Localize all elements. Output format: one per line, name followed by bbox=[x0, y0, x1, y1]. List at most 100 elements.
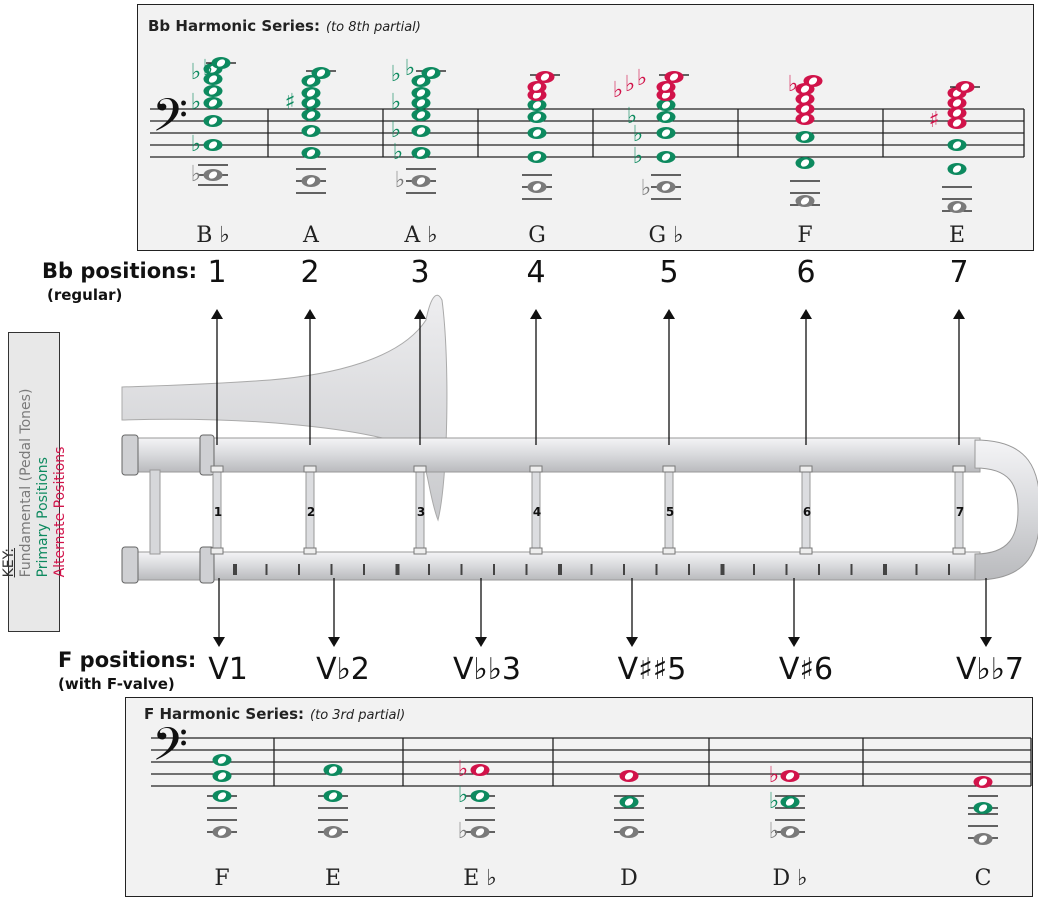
slide-tick bbox=[233, 564, 237, 575]
slide-tick bbox=[363, 564, 365, 575]
whole-note bbox=[656, 127, 676, 139]
bb-position-number: 3 bbox=[410, 255, 430, 290]
whole-note bbox=[470, 790, 490, 802]
whole-note bbox=[301, 97, 321, 109]
f-positions-sublabel: (with F-valve) bbox=[58, 675, 175, 693]
whole-note bbox=[780, 770, 800, 782]
slide-tick bbox=[493, 564, 495, 575]
whole-note bbox=[203, 73, 223, 85]
whole-note bbox=[203, 115, 223, 127]
note-name: D ♭ bbox=[772, 866, 808, 891]
bb-position-number: 5 bbox=[659, 255, 679, 290]
key-heading: KEY: bbox=[1, 547, 17, 578]
whole-note bbox=[527, 127, 547, 139]
whole-note bbox=[203, 169, 223, 181]
flat-icon: ♭ bbox=[458, 783, 468, 808]
f-positions-label: F positions: bbox=[58, 648, 197, 672]
whole-note bbox=[947, 117, 967, 129]
whole-note bbox=[411, 147, 431, 159]
whole-note bbox=[780, 826, 800, 838]
key-primary: Primary Positions bbox=[35, 457, 51, 578]
note-name: A bbox=[303, 223, 319, 248]
color-key: KEY: Fundamental (Pedal Tones) Primary P… bbox=[1, 332, 68, 632]
f-position-number: V♭♭7 bbox=[956, 652, 1024, 687]
whole-note bbox=[211, 57, 231, 69]
whole-note bbox=[212, 770, 232, 782]
whole-note bbox=[656, 111, 676, 123]
whole-note bbox=[311, 67, 331, 79]
whole-note bbox=[527, 99, 547, 111]
whole-note bbox=[212, 790, 232, 802]
whole-note bbox=[795, 113, 815, 125]
bass-clef-icon: 𝄢 bbox=[152, 89, 188, 154]
whole-note bbox=[947, 107, 967, 119]
note-name: G ♭ bbox=[648, 223, 684, 248]
f-staff: 𝄢♭♭♭♭♭♭ bbox=[151, 718, 1032, 845]
bb-position-number: 7 bbox=[949, 255, 969, 290]
bb-position-number: 1 bbox=[207, 255, 227, 290]
flat-icon: ♭ bbox=[769, 789, 779, 814]
flat-icon: ♭ bbox=[391, 118, 401, 143]
bb-position-number: 2 bbox=[300, 255, 320, 290]
bass-clef-icon: 𝄢 bbox=[152, 718, 188, 783]
flat-icon: ♭ bbox=[393, 140, 403, 165]
f-harmonic-series-panel: F Harmonic Series:(to 3rd partial) 𝄢♭♭♭♭… bbox=[125, 697, 1033, 897]
whole-note bbox=[301, 87, 321, 99]
f-position-number: V♭2 bbox=[316, 652, 370, 687]
slide-tick bbox=[590, 564, 593, 575]
whole-note bbox=[973, 802, 993, 814]
bb-positions-label: Bb positions: bbox=[42, 259, 198, 283]
whole-note bbox=[656, 181, 676, 193]
bell bbox=[121, 294, 448, 522]
slide-tick bbox=[460, 564, 463, 575]
slide-tick bbox=[655, 564, 658, 575]
slide-tick bbox=[720, 564, 725, 575]
whole-note bbox=[795, 103, 815, 115]
slide-position-mark: 7 bbox=[956, 505, 964, 519]
whole-note bbox=[203, 139, 223, 151]
bb-position-number: 6 bbox=[796, 255, 816, 290]
flat-icon: ♭ bbox=[627, 104, 637, 129]
flat-icon: ♭ bbox=[191, 90, 201, 115]
flat-icon: ♭ bbox=[203, 56, 213, 81]
whole-note bbox=[323, 764, 343, 776]
f-series-title: F Harmonic Series:(to 3rd partial) bbox=[144, 705, 406, 723]
whole-note bbox=[947, 163, 967, 175]
whole-note bbox=[619, 770, 639, 782]
key-fundamental: Fundamental (Pedal Tones) bbox=[18, 388, 34, 578]
whole-note bbox=[535, 71, 555, 83]
flat-icon: ♭ bbox=[633, 122, 643, 147]
f-position-number: V♭♭3 bbox=[453, 652, 521, 687]
slide-tick bbox=[623, 564, 625, 575]
whole-note bbox=[947, 139, 967, 151]
whole-note bbox=[212, 826, 232, 838]
whole-note bbox=[323, 790, 343, 802]
note-name: E bbox=[948, 223, 966, 248]
whole-note bbox=[301, 175, 321, 187]
whole-note bbox=[212, 754, 232, 766]
flat-icon: ♭ bbox=[625, 72, 635, 97]
slide-position-mark: 4 bbox=[533, 505, 541, 519]
whole-note bbox=[619, 796, 639, 808]
whole-note bbox=[973, 776, 993, 788]
flat-icon: ♭ bbox=[391, 90, 401, 115]
slide-tick bbox=[428, 564, 430, 575]
slide-position-mark: 3 bbox=[417, 505, 425, 519]
whole-note bbox=[664, 71, 684, 83]
note-name: F bbox=[797, 223, 813, 248]
whole-note bbox=[955, 81, 975, 93]
sharp-icon: ♯ bbox=[285, 90, 296, 115]
slide-position-mark: 1 bbox=[214, 505, 222, 519]
whole-note bbox=[323, 826, 343, 838]
slide-tick bbox=[265, 564, 268, 575]
flat-icon: ♭ bbox=[395, 168, 405, 193]
whole-note bbox=[470, 764, 490, 776]
flat-icon: ♭ bbox=[769, 763, 779, 788]
note-name: G bbox=[528, 223, 546, 248]
whole-note bbox=[411, 109, 431, 121]
note-name: A ♭ bbox=[404, 223, 438, 248]
slide-tick bbox=[850, 564, 853, 575]
